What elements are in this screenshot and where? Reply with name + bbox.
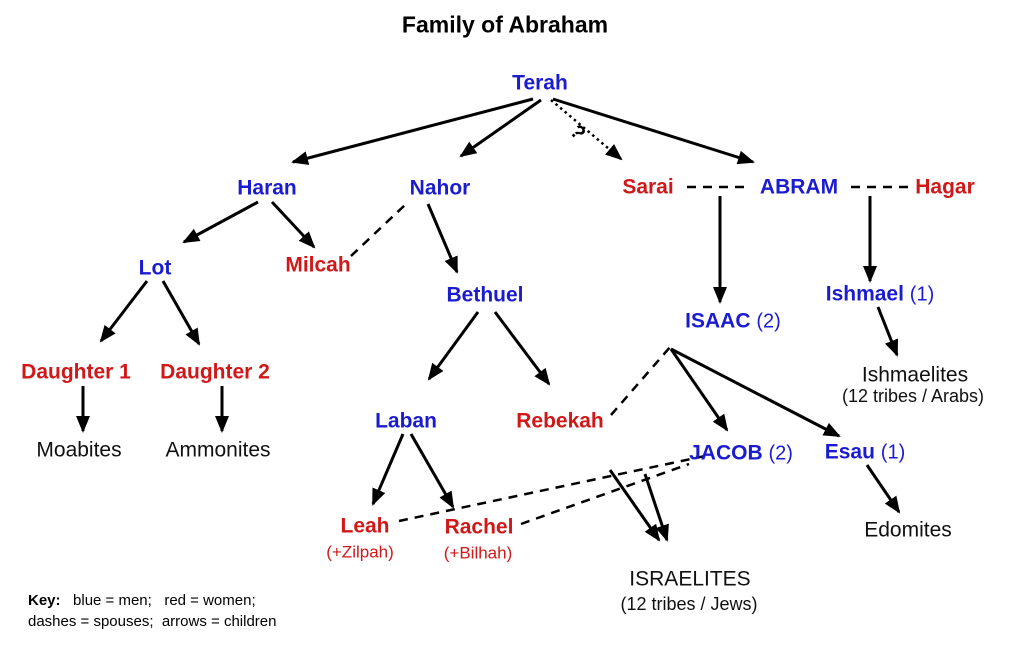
node-abram: ABRAM	[759, 175, 839, 199]
node-rachel-handmaid: (+Bilhah)	[443, 543, 513, 563]
node-sarai: Sarai	[622, 175, 674, 199]
dash-milcah-nahor	[350, 203, 407, 257]
arrow-haran-milcah	[270, 200, 316, 249]
node-isaac: ISAAC (2)	[685, 309, 781, 333]
arrow-ishmael-ishmaelites	[876, 306, 899, 357]
dash-rebekah-isaac	[610, 345, 672, 416]
node-esau-note: (1)	[880, 441, 906, 464]
legend-line2: dashes = spouses; arrows = children	[28, 613, 277, 630]
node-esau: Esau (1)	[824, 440, 906, 464]
node-leah: Leah	[340, 514, 390, 538]
node-israelites-detail: (12 tribes / Jews)	[620, 594, 758, 614]
node-jacob-note: (2)	[768, 442, 793, 465]
arrow-bethuel-rebekah	[493, 311, 551, 386]
node-rebekah: Rebekah	[516, 409, 604, 433]
node-ishmaelites: Ishmaelites	[861, 363, 969, 387]
node-ishmael: Ishmael (1)	[825, 282, 935, 306]
node-moabites: Moabites	[36, 438, 122, 462]
node-isaac-note: (2)	[756, 310, 781, 333]
node-nahor: Nahor	[409, 176, 471, 200]
node-israelites: ISRAELITES	[629, 567, 751, 591]
dash-rachel-jacob	[520, 462, 690, 526]
arrow-lot-daughter2	[161, 280, 201, 346]
node-ammonites: Ammonites	[165, 438, 271, 462]
node-rachel: Rachel	[444, 515, 514, 539]
dash-leah-jacob	[398, 454, 706, 523]
node-daughter1: Daughter 1	[21, 360, 131, 384]
node-laban: Laban	[375, 409, 437, 433]
arrow-jacob-israelites-left	[608, 469, 661, 542]
node-lot: Lot	[138, 256, 172, 280]
node-jacob: JACOB (2)	[689, 441, 793, 465]
node-milcah: Milcah	[285, 253, 351, 277]
arrow-bethuel-laban	[427, 311, 480, 381]
arrow-terah-nahor	[459, 98, 542, 158]
node-hagar: Hagar	[915, 175, 975, 199]
legend-line1: blue = men; red = women;	[60, 592, 256, 609]
arrow-lot-daughter1	[99, 280, 149, 343]
node-daughter2: Daughter 2	[160, 360, 270, 384]
legend-title: Key:	[28, 592, 61, 609]
node-terah: Terah	[512, 71, 568, 95]
arrow-jacob-israelites-right	[643, 473, 669, 542]
arrow-isaac-jacob	[669, 348, 729, 432]
node-bethuel: Bethuel	[446, 283, 524, 307]
node-leah-handmaid: (+Zilpah)	[326, 542, 394, 562]
arrow-nahor-bethuel	[426, 203, 459, 274]
diagram-title: Family of Abraham	[401, 11, 609, 38]
arrow-terah-abram	[552, 97, 755, 165]
arrow-terah-haran	[291, 97, 534, 165]
node-edomites: Edomites	[864, 518, 952, 542]
arrow-esau-edomites	[865, 464, 901, 514]
arrow-isaac-esau	[670, 347, 841, 438]
node-haran: Haran	[237, 176, 297, 200]
arrow-laban-leah	[371, 433, 405, 506]
arrow-haran-lot	[182, 200, 259, 244]
arrow-laban-rachel	[409, 433, 455, 509]
node-ishmaelites-detail: (12 tribes / Arabs)	[841, 386, 985, 406]
node-ishmael-note: (1)	[909, 283, 935, 306]
legend: Key: blue = men; red = women; dashes = sp…	[28, 590, 276, 632]
